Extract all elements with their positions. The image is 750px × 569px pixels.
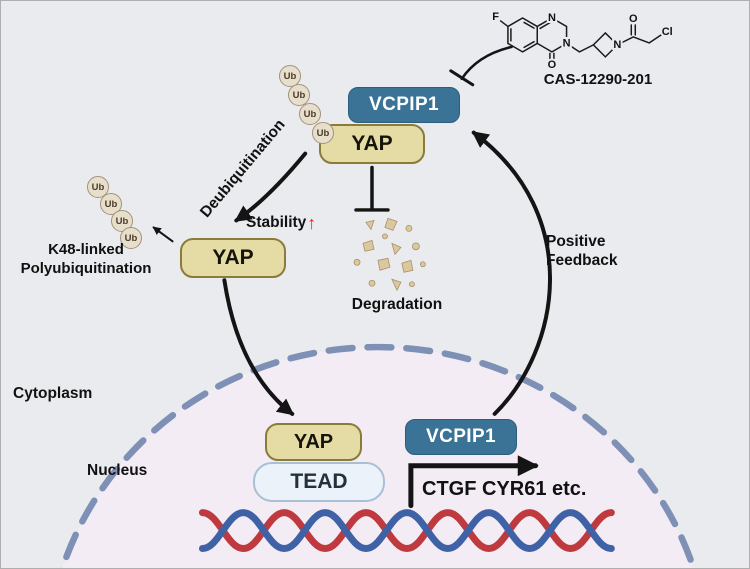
stability-text: Stability: [246, 214, 307, 231]
dna-helix: [198, 509, 615, 553]
ubiquitin-icon: Ub: [288, 84, 310, 106]
node-yap-top: YAP: [319, 124, 425, 164]
cytoplasm-label: Cytoplasm: [13, 385, 93, 402]
ubiquitin-icon: Ub: [312, 122, 334, 144]
positive-feedback-arrow: [471, 130, 553, 416]
target-genes-label: CTGF CYR61 etc.: [422, 478, 587, 500]
atom-o-ring: O: [548, 59, 557, 71]
degradation-inhibition-bar: [354, 165, 390, 212]
deubiquitination-arrow: [234, 151, 308, 223]
ubiquitin-icon: Ub: [87, 176, 109, 198]
ubiquitin-icon: Ub: [100, 193, 122, 215]
nucleus-label: Nucleus: [87, 462, 148, 479]
k48-line1: K48-linked: [48, 241, 124, 258]
feedback-line1: Positive: [546, 233, 606, 250]
ubiquitin-icon: Ub: [279, 65, 301, 87]
nucleus-membrane: [59, 343, 697, 568]
atom-n-azetidine: N: [613, 39, 621, 51]
atom-f: F: [492, 11, 499, 23]
node-vcpip1-top: VCPIP1: [348, 87, 460, 123]
yap-nuclear-import-arrow: [222, 278, 295, 416]
stability-label: Stability↑: [246, 213, 316, 232]
degradation-fragments: [353, 217, 426, 292]
compound-name: CAS-12290-201: [543, 71, 653, 88]
positive-feedback-label: Positive Feedback: [546, 232, 618, 271]
node-vcpip1-nucleus: VCPIP1: [405, 419, 517, 455]
k48-line2: Polyubiquitination: [20, 259, 152, 277]
node-yap-cytoplasm: YAP: [180, 238, 286, 278]
stability-up-arrow-icon: ↑: [307, 212, 317, 233]
ubiquitin-icon: Ub: [299, 103, 321, 125]
atom-n-ring-sub: N: [563, 37, 571, 49]
compound-structure: F N N N O O Cl: [490, 9, 674, 73]
transcription-arrow: [408, 455, 539, 509]
feedback-line2: Feedback: [546, 252, 618, 270]
k48-label: K48-linked Polyubiquitination: [5, 241, 167, 279]
node-yap-nucleus: YAP: [265, 423, 362, 461]
k48-arrow: [152, 226, 174, 243]
degradation-label: Degradation: [351, 296, 443, 313]
compound-inhibition-bar: [449, 45, 513, 87]
atom-o-acyl: O: [629, 13, 638, 25]
atom-cl: Cl: [662, 26, 673, 38]
node-tead: TEAD: [253, 462, 385, 502]
ubiquitin-icon: Ub: [120, 227, 142, 249]
atom-n-ring-top: N: [548, 12, 556, 24]
